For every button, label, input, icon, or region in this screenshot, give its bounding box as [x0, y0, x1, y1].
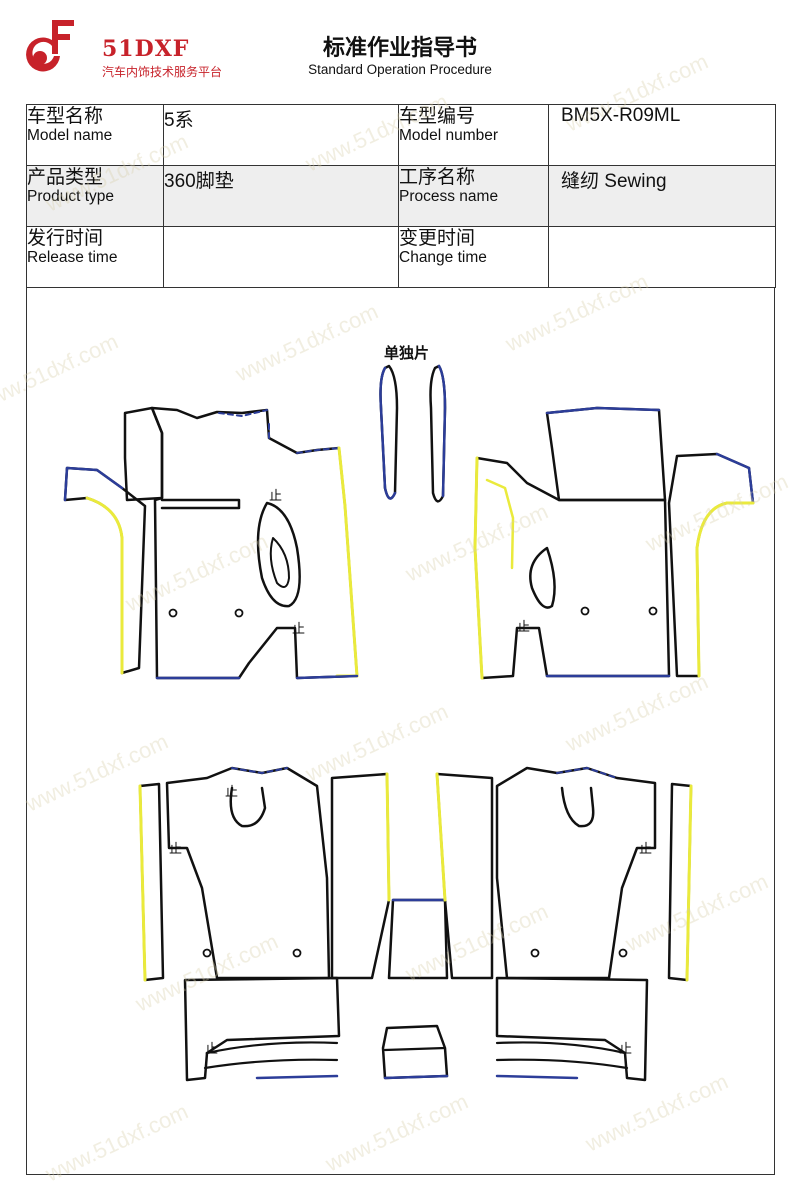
- product-type-value: 360脚垫: [163, 165, 399, 227]
- stitch-mark-5: 止: [169, 842, 182, 857]
- center-step-pad: [381, 1024, 449, 1080]
- front-left-right-edge-yellow: [335, 446, 359, 678]
- rear-right-hump: [560, 786, 595, 828]
- stitch-mark-4: 止: [225, 785, 238, 800]
- pattern-drawing: 单独片: [26, 288, 775, 1175]
- model-number-value: BM5X-R09ML: [548, 104, 776, 166]
- info-row-time: 发行时间 Release time 变更时间 Change time: [26, 226, 776, 288]
- stitch-mark-8: 止: [619, 1042, 632, 1057]
- center-step-pad-line: [383, 1046, 447, 1052]
- rear-right-tunnel-edge-yellow: [435, 772, 447, 902]
- rear-right-hole-2: [618, 948, 628, 958]
- single-piece-label: 单独片: [384, 344, 430, 362]
- brand-tagline: 汽车内饰技术服务平台: [102, 65, 223, 79]
- rear-left-heel-curve: [203, 1041, 339, 1070]
- stitch-mark-7: 止: [205, 1042, 218, 1057]
- rear-left-heel-edge-blue: [255, 1074, 339, 1080]
- model-name-value: 5系: [163, 104, 399, 166]
- process-name-value: 缝纫 Sewing: [548, 165, 776, 227]
- brand-logo-icon: [26, 20, 74, 72]
- front-left-divider: [160, 498, 241, 510]
- rear-left-hump: [229, 786, 267, 828]
- stitch-mark-6: 止: [639, 842, 652, 857]
- change-time-label: 变更时间 Change time: [398, 226, 549, 288]
- page-title: 标准作业指导书: [322, 36, 477, 61]
- rear-left-tunnel: [330, 772, 391, 980]
- rear-left-main: [165, 766, 331, 980]
- front-right-side-panel: [667, 452, 755, 678]
- front-left-dash-edge: [218, 409, 340, 454]
- change-time-value: [548, 226, 776, 288]
- info-table: 车型名称 Model name 5系 车型编号 Model number BM5…: [26, 104, 776, 288]
- product-type-label: 产品类型 Product type: [26, 165, 164, 227]
- rear-left-hole-1: [202, 948, 212, 958]
- floor-mat-pattern: 止 止 止 止 止 止 止 止: [63, 364, 755, 1082]
- front-left-side-edge-blue: [63, 466, 124, 502]
- page-subtitle: Standard Operation Procedure: [308, 62, 492, 77]
- front-right-inner-edge-yellow: [485, 478, 515, 570]
- release-time-value: [163, 226, 399, 288]
- front-right-main: [473, 456, 671, 680]
- front-left-insert-inner: [269, 537, 290, 588]
- brand-name: 51DXF: [102, 36, 190, 62]
- rear-left-dash-edge: [231, 767, 288, 774]
- model-name-label: 车型名称 Model name: [26, 104, 164, 166]
- center-step-pad-edge-blue: [383, 1074, 449, 1080]
- front-right-side-edge-blue: [715, 452, 755, 505]
- single-piece-right-edge: [437, 364, 447, 498]
- stitch-mark-2: 止: [292, 622, 305, 637]
- front-right-hole-1: [580, 606, 590, 616]
- rear-right-main: [495, 766, 657, 980]
- stitch-mark-1: 止: [269, 489, 282, 504]
- rear-right-heel-edge-blue: [495, 1074, 579, 1080]
- rear-left-hole-2: [292, 948, 302, 958]
- single-piece-left-edge: [379, 366, 397, 500]
- front-left-hole-2: [234, 608, 244, 618]
- front-right-hole-2: [648, 606, 658, 616]
- rear-right-side-edge-yellow: [685, 784, 693, 982]
- front-right-top-panel: [545, 406, 667, 502]
- info-row-model: 车型名称 Model name 5系 车型编号 Model number BM5…: [26, 104, 776, 166]
- brand-logo: 51DXF 汽车内饰技术服务平台: [22, 18, 232, 80]
- rear-right-dash-edge: [556, 767, 618, 779]
- front-left-insert: [256, 501, 301, 608]
- rear-right-heel-curve: [495, 1041, 629, 1070]
- info-row-product: 产品类型 Product type 360脚垫 工序名称 Process nam…: [26, 165, 776, 227]
- rear-center-tunnel: [387, 898, 449, 980]
- front-right-side-edge-yellow: [695, 501, 755, 678]
- front-left-hole-1: [168, 608, 178, 618]
- front-left-bottom-edge-blue: [155, 674, 359, 680]
- rear-right-hole-1: [530, 948, 540, 958]
- process-name-label: 工序名称 Process name: [398, 165, 549, 227]
- release-time-label: 发行时间 Release time: [26, 226, 164, 288]
- rear-left-heel-pad: [183, 976, 341, 1082]
- rear-left-tunnel-edge-yellow: [385, 772, 391, 902]
- stitch-mark-3: 止: [517, 620, 530, 635]
- rear-left-side-edge-yellow: [138, 784, 147, 982]
- front-left-side-edge-yellow: [85, 496, 124, 675]
- front-right-insert: [529, 546, 556, 609]
- front-right-top-edge-blue: [545, 406, 661, 415]
- model-number-label: 车型编号 Model number: [398, 104, 549, 166]
- front-right-left-edge-yellow: [473, 456, 484, 680]
- rear-right-heel-pad: [495, 976, 649, 1082]
